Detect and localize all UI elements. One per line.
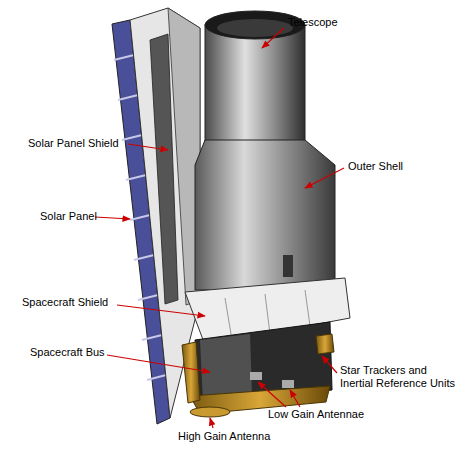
part-label: Spacecraft Bus bbox=[30, 346, 105, 359]
part-label: Star Trackers and Inertial Reference Uni… bbox=[340, 364, 459, 390]
part-label: Low Gain Antennae bbox=[268, 408, 364, 421]
part-label: Spacecraft Shield bbox=[22, 296, 108, 309]
part-label: Solar Panel bbox=[40, 210, 97, 223]
part-label: High Gain Antenna bbox=[178, 430, 270, 443]
part-label: Telescope bbox=[288, 16, 338, 29]
part-label: Solar Panel Shield bbox=[28, 137, 119, 150]
part-label: Outer Shell bbox=[348, 160, 403, 173]
